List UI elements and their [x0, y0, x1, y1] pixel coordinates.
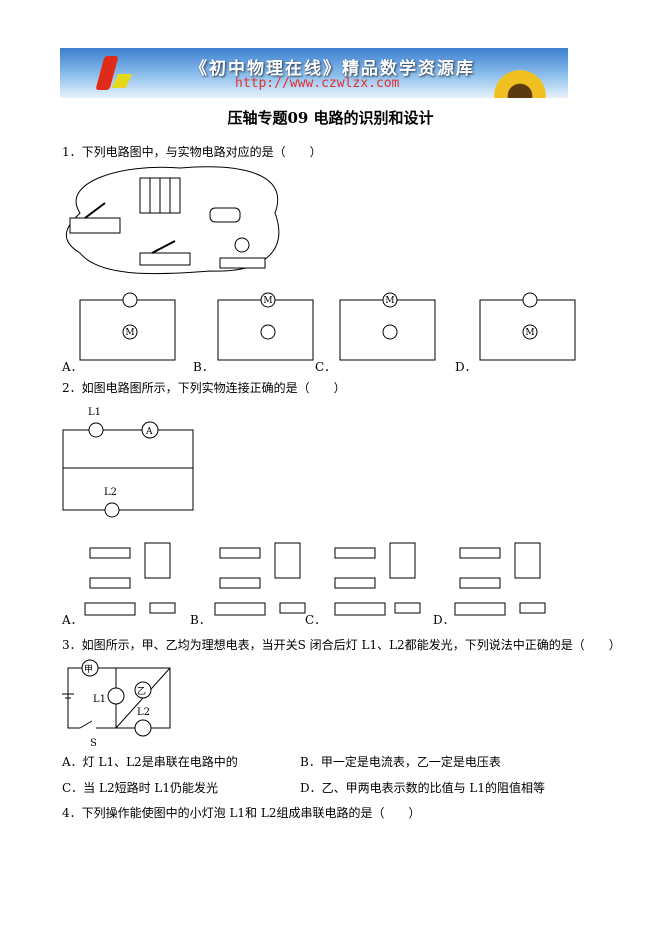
q2-option-c: C． — [305, 613, 327, 627]
switch-label: S — [90, 738, 97, 749]
svg-text:M: M — [125, 328, 134, 338]
q2-option-d: D． — [433, 613, 455, 627]
l2-label: L2 — [137, 707, 150, 718]
yi-meter-label: 乙 — [137, 686, 146, 697]
q1-circuit-options: M M M M — [79, 292, 576, 361]
banner: 《初中物理在线》精品数学资源库 http://www.czwlzx.com — [60, 48, 568, 98]
page-title: 压轴专题09 电路的识别和设计 — [227, 109, 434, 127]
logo-accent — [111, 74, 133, 88]
q1-option-b: B． — [193, 360, 214, 374]
q2-option-b: B． — [190, 613, 211, 627]
sunflower-image — [490, 66, 550, 98]
q1-option-c: C． — [315, 360, 337, 374]
banner-title: 《初中物理在线》精品数学资源库 — [190, 59, 475, 79]
svg-text:M: M — [525, 328, 534, 338]
banner-url: http://www.czwlzx.com — [235, 76, 400, 91]
q2-physical-options — [84, 542, 546, 616]
q1-option-d: D． — [455, 360, 477, 374]
question-4: 4．下列操作能使图中的小灯泡 L1和 L2组成串联电路的是（ ） — [62, 806, 421, 820]
q2-circuit-diagram: L1 A L2 — [62, 407, 194, 518]
q3-option-a: A．灯 L1、L2是串联在电路中的 — [62, 755, 238, 769]
l1-label: L1 — [88, 407, 101, 418]
question-2: 2．如图电路图所示，下列实物连接正确的是（ ） — [62, 381, 346, 395]
q1-physical-circuit-image — [65, 166, 280, 275]
l1-label: L1 — [93, 694, 106, 705]
l2-label: L2 — [104, 487, 117, 498]
q3-option-d: D．乙、甲两电表示数的比值与 L1的阻值相等 — [300, 781, 546, 795]
svg-text:M: M — [385, 296, 394, 306]
question-1: 1．下列电路图中，与实物电路对应的是（ ） — [62, 145, 322, 159]
q3-circuit-diagram: 甲 乙 L1 L2 S — [62, 659, 171, 749]
svg-text:M: M — [263, 296, 272, 306]
q3-option-b: B．甲一定是电流表，乙一定是电压表 — [300, 755, 501, 769]
question-3: 3．如图所示，甲、乙均为理想电表，当开关S 闭合后灯 L1、L2都能发光，下列说… — [62, 638, 621, 652]
q1-option-a: A． — [62, 360, 83, 374]
q2-option-a: A． — [62, 613, 83, 627]
q3-option-c: C．当 L2短路时 L1仍能发光 — [62, 781, 219, 795]
ammeter-label: A — [145, 427, 153, 437]
jia-meter-label: 甲 — [84, 664, 93, 675]
